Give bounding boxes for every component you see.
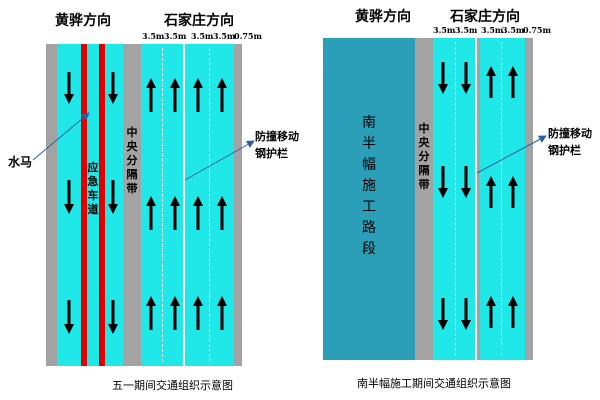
left-lane-divider-1	[162, 48, 163, 362]
lane-arrows-group	[64, 62, 518, 334]
lane-arrow-up	[193, 296, 203, 330]
lane-arrow-down	[64, 300, 74, 334]
left-width-5: 0.75m	[234, 31, 262, 41]
lane-arrow-up	[170, 78, 180, 112]
right-median	[415, 38, 433, 360]
lane-arrow-up	[508, 176, 518, 208]
left-caption: 五一期间交通组织示意图	[112, 379, 233, 392]
left-water-horse-leader	[32, 112, 90, 161]
lane-arrow-up	[217, 78, 227, 112]
lane-arrow-up	[170, 296, 180, 330]
left-water-horse-red-2	[99, 44, 105, 366]
lane-arrow-down	[438, 62, 448, 94]
lane-arrow-down	[108, 300, 118, 334]
lane-arrow-up	[193, 196, 203, 230]
right-barrier-grey	[477, 38, 480, 360]
lane-arrow-up	[486, 296, 496, 328]
right-label-barrier-2: 钢护栏	[548, 144, 581, 157]
right-direction-shijiazhuang: 石家庄方向	[450, 9, 520, 25]
lane-arrow-up	[508, 66, 518, 98]
lane-arrow-up	[146, 78, 156, 112]
left-label-water-horse: 水马	[8, 155, 33, 169]
lane-arrow-up	[486, 176, 496, 208]
right-width-4: 3.5m	[502, 25, 525, 35]
left-outer-shoulder	[46, 44, 57, 366]
right-label-median: 中央分隔带	[418, 122, 430, 191]
left-label-emergency-lane: 应急车道	[87, 161, 99, 216]
lane-arrow-down	[64, 180, 74, 214]
lane-arrow-up	[146, 196, 156, 230]
right-right-shoulder	[525, 38, 533, 360]
right-width-2: 3.5m	[455, 25, 478, 35]
left-width-1: 3.5m	[142, 31, 165, 41]
right-direction-huanghua: 黄骅方向	[355, 9, 411, 25]
left-label-median: 中央分隔带	[126, 126, 138, 195]
left-lane-divider-2	[209, 48, 210, 362]
left-label-barrier-1: 防撞移动	[255, 130, 299, 143]
left-direction-huanghua: 黄骅方向	[55, 13, 111, 29]
left-direction-shijiazhuang: 石家庄方向	[164, 13, 234, 29]
right-lanes-3-4	[480, 38, 525, 360]
right-lane-divider-1	[455, 42, 456, 356]
left-barrier-leader	[184, 140, 255, 181]
right-construction-zone	[323, 38, 415, 360]
left-width-3: 3.5m	[191, 31, 214, 41]
right-label-construction: 南半幅施工路段	[362, 115, 376, 257]
lane-arrow-down	[461, 166, 471, 198]
left-width-2: 3.5m	[164, 31, 187, 41]
right-label-barrier-1: 防撞移动	[548, 127, 592, 140]
right-caption: 南半幅施工期间交通组织示意图	[357, 377, 511, 390]
lane-arrow-up	[217, 296, 227, 330]
right-lanes-1-2	[433, 38, 475, 360]
lane-arrow-down	[438, 298, 448, 330]
left-water-horse-red-1	[81, 44, 87, 366]
left-right-shoulder	[234, 44, 242, 366]
left-emergency-lane	[87, 44, 99, 366]
lane-arrow-up	[508, 296, 518, 328]
right-width-5: 0.75m	[523, 25, 551, 35]
lane-arrow-down	[461, 298, 471, 330]
right-width-3: 3.5m	[481, 25, 504, 35]
lane-arrow-up	[170, 196, 180, 230]
lane-arrow-up	[193, 78, 203, 112]
lane-arrow-down	[461, 62, 471, 94]
lane-arrow-up	[146, 296, 156, 330]
lane-arrow-down	[64, 72, 74, 104]
right-width-1: 3.5m	[433, 25, 456, 35]
right-lane-divider-2	[501, 42, 502, 356]
right-barrier-line	[475, 38, 477, 360]
lane-arrow-down	[108, 180, 118, 214]
right-barrier-leader	[476, 135, 547, 174]
left-label-barrier-2: 钢护栏	[255, 147, 288, 160]
lane-arrow-up	[217, 196, 227, 230]
left-barrier-line	[183, 44, 185, 366]
lane-arrow-up	[486, 66, 496, 98]
lane-arrow-down	[108, 72, 118, 104]
left-median	[123, 44, 141, 366]
left-width-4: 3.5m	[213, 31, 236, 41]
lane-arrow-down	[438, 166, 448, 198]
